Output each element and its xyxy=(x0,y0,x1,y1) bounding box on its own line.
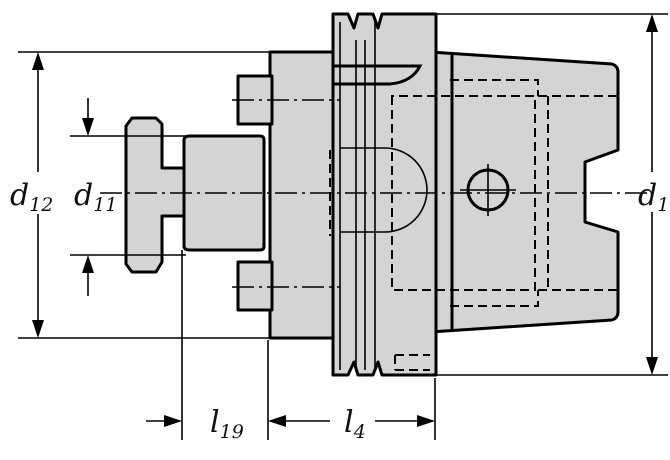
main-body xyxy=(268,50,335,340)
taper-shank xyxy=(428,50,620,334)
d1-label: d1 xyxy=(638,178,669,216)
l19-label: l19 xyxy=(210,405,244,443)
flange-block xyxy=(331,12,438,377)
l4-label: l4 xyxy=(344,405,366,443)
hidden-lines xyxy=(329,79,618,371)
adapter-body xyxy=(124,12,620,377)
inner-details xyxy=(332,22,516,370)
center-lines xyxy=(100,99,650,288)
bottom-lug xyxy=(236,260,274,312)
dimension-lines xyxy=(18,13,668,440)
pilot-collar xyxy=(124,116,186,274)
d12-label: d12 xyxy=(10,178,53,216)
d11-label: d11 xyxy=(74,178,117,216)
